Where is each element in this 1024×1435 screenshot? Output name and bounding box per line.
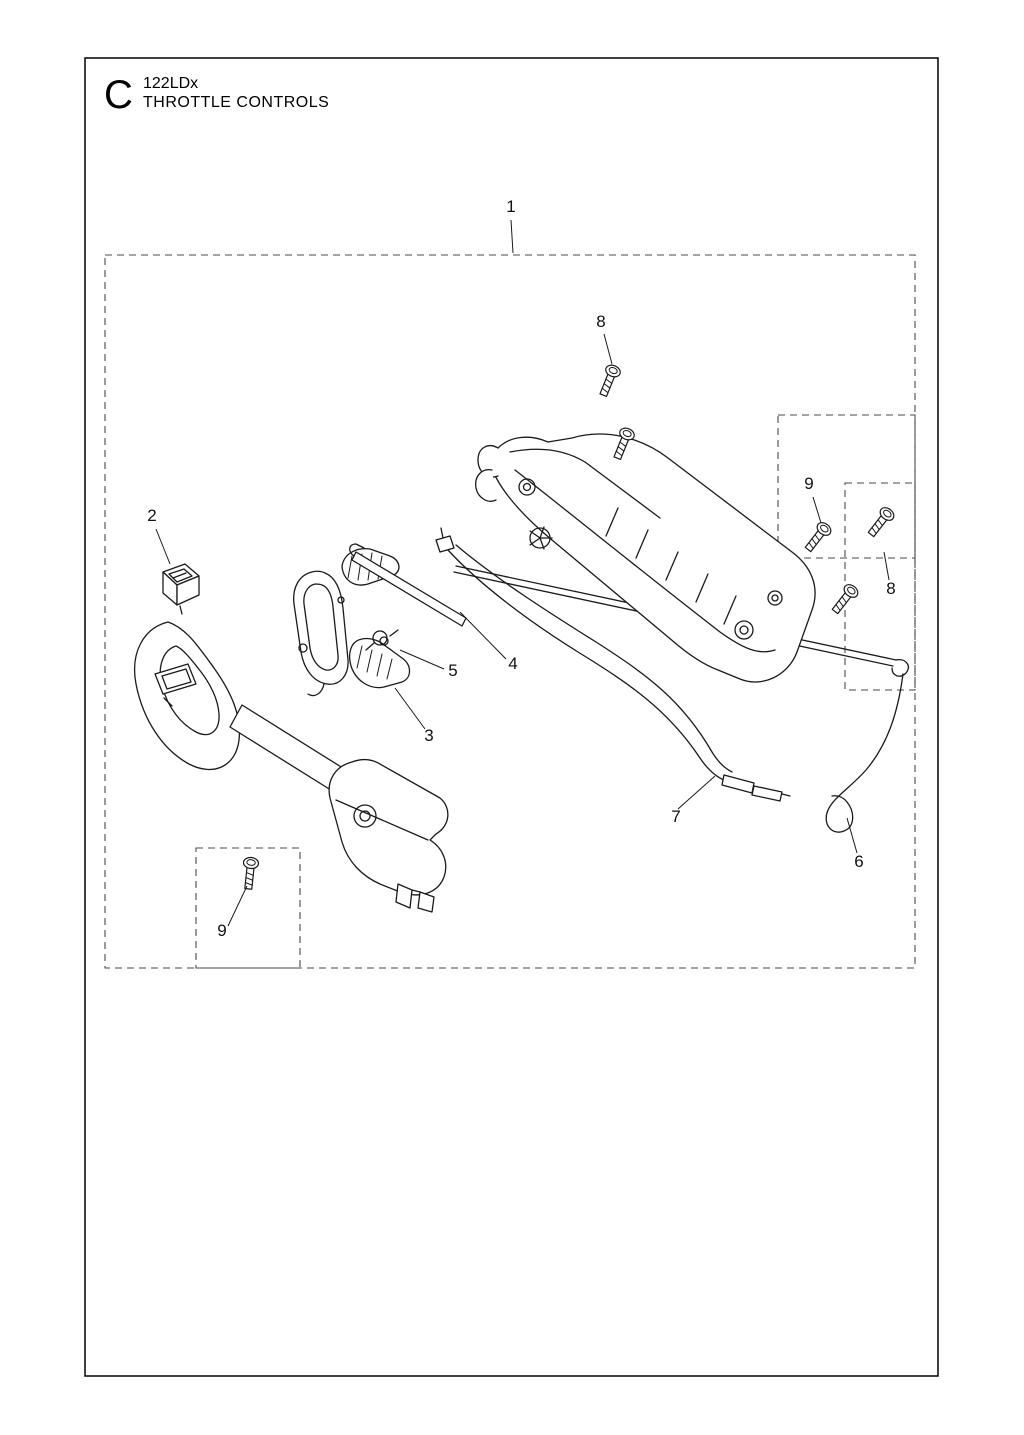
leader-line-9-bottom: [227, 885, 248, 927]
leader-line-8-top: [603, 333, 613, 365]
screw-part-9b: [240, 856, 260, 891]
callout-8-right: 8: [886, 579, 895, 598]
page-title: THROTTLE CONTROLS: [143, 94, 329, 111]
page-border: [84, 57, 939, 1377]
screw-boundary-top-right: [777, 414, 916, 559]
trigger-spring: [365, 629, 399, 651]
trigger-bracket: [293, 570, 349, 697]
leader-line-5: [399, 649, 445, 670]
callout-8-top: 8: [596, 312, 605, 331]
screw-part-8c: [864, 504, 897, 540]
throttle-cable: [825, 659, 910, 833]
callout-5: 5: [448, 661, 457, 680]
leader-lines: [155, 219, 890, 927]
stop-switch: [162, 563, 200, 615]
leader-line-7: [677, 775, 716, 810]
throttle-rod: [349, 543, 467, 627]
callout-2: 2: [147, 506, 156, 525]
callout-9-right: 9: [804, 474, 813, 493]
leader-line-9-right: [812, 496, 822, 524]
callout-4: 4: [508, 654, 517, 673]
callout-3: 3: [424, 726, 433, 745]
leader-line-2: [155, 528, 171, 565]
leader-line-1: [510, 219, 514, 254]
leader-line-3: [394, 687, 426, 730]
callout-9-bottom: 9: [217, 921, 226, 940]
screw-boundary-bottom-left: [195, 847, 301, 969]
leader-line-4: [459, 611, 507, 660]
wiring-harness: [435, 527, 791, 802]
callout-1: 1: [506, 197, 515, 216]
section-letter: C: [104, 73, 133, 117]
screw-part-9a: [801, 519, 834, 555]
throttle-trigger: [348, 637, 411, 689]
upper-handle-housing: [475, 433, 816, 683]
model-number: 122LDx: [143, 75, 198, 92]
leader-line-6: [846, 817, 858, 854]
callout-labels: 1 8 9 8 2 5 4 3 7 6 9: [147, 197, 895, 940]
screw-part-8a: [595, 362, 623, 399]
front-handle-lower-housing: [134, 621, 449, 913]
callout-6: 6: [854, 852, 863, 871]
callout-7: 7: [671, 807, 680, 826]
leader-line-8-right: [883, 551, 890, 581]
